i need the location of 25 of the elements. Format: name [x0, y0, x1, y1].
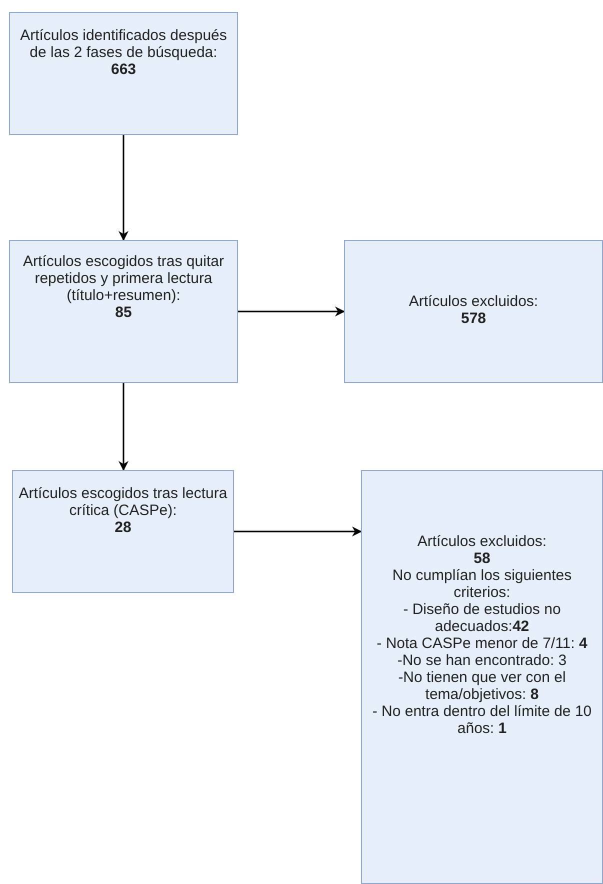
box-text: - Diseño de estudios no adecuados:42 — [402, 601, 562, 635]
arrow — [238, 306, 345, 316]
box-text: Artículos escogidos tras quitar repetidos y primera lectura (título+resumen): — [22, 253, 225, 304]
count-number: 663 — [110, 61, 136, 78]
count-number: 578 — [460, 310, 486, 327]
box-text: Artículos escogidos tras lectura crítica (CASPe): — [18, 485, 228, 519]
box-text: - No entra dentro del límite de 10 años: 1 — [371, 703, 593, 737]
count-number: 28 — [114, 519, 132, 536]
box-text: No cumplían los siguientes criterios: — [391, 567, 573, 601]
arrow — [234, 526, 362, 536]
arrow — [118, 135, 128, 241]
box-text: Artículos identificados después de las 2 fases de búsqueda: — [19, 27, 228, 61]
process-box — [361, 470, 603, 884]
box-text: -No tienen que ver con el tema/objetivos: 8 — [397, 669, 567, 703]
process-box — [344, 240, 603, 383]
box-text: - Nota CASPe menor de 7/11: 4 — [376, 635, 588, 652]
process-box — [9, 240, 238, 383]
count-number: 58 — [474, 550, 490, 567]
process-box — [9, 12, 238, 135]
count-number: 85 — [115, 304, 132, 321]
box-text: Artículos excluidos: — [408, 293, 538, 310]
box-text: Artículos excluidos: — [417, 533, 547, 550]
process-box — [12, 470, 234, 593]
arrow — [118, 383, 128, 471]
box-text: -No se han encontrado: 3 — [397, 652, 567, 669]
